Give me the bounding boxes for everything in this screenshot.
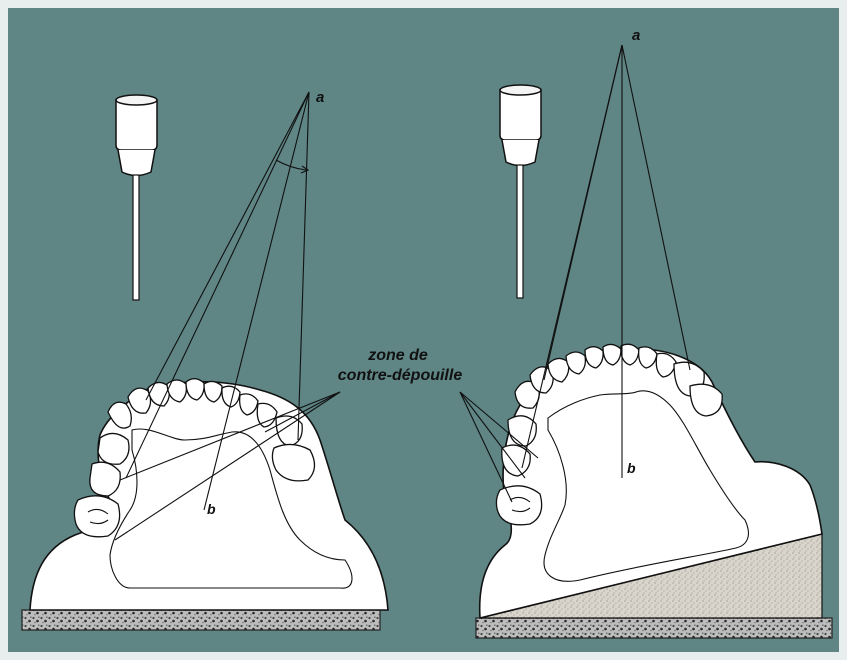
right-base-label: b — [627, 460, 636, 476]
undercut-caption-line1: zone de — [367, 347, 428, 364]
left-base-slab — [22, 610, 380, 630]
undercut-caption-line2: contre-dépouille — [338, 367, 463, 384]
left-base-label: b — [207, 501, 216, 517]
right-apex-label: a — [632, 27, 640, 44]
right-base-slab — [476, 618, 832, 638]
left-apex-label: a — [316, 89, 324, 106]
